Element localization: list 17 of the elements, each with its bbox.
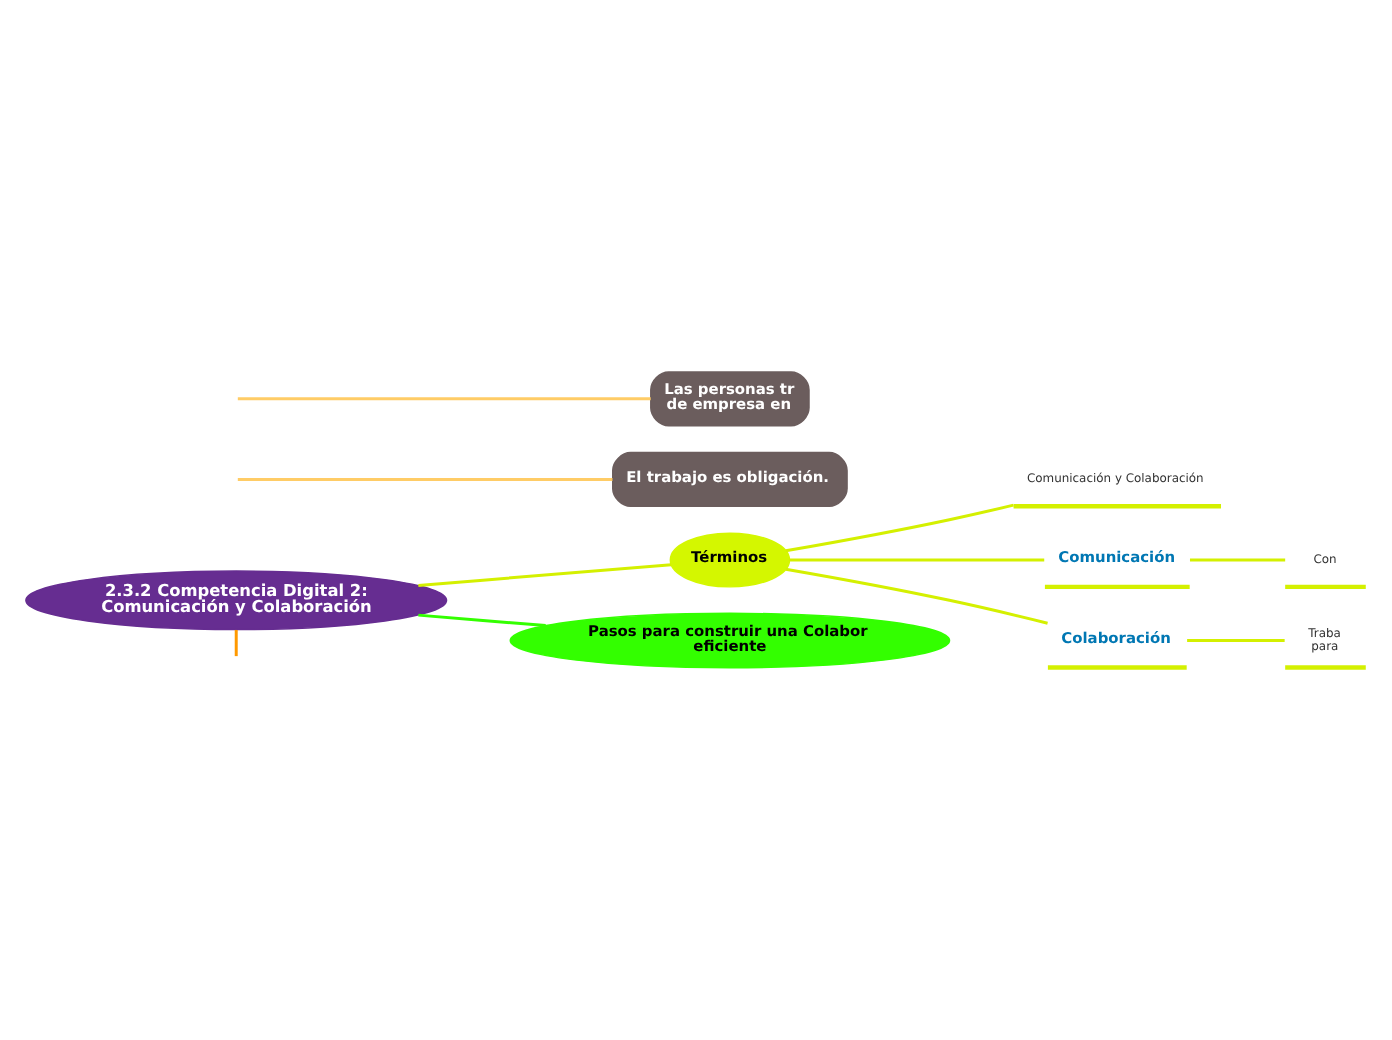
connector <box>785 503 1014 553</box>
connector <box>237 397 651 401</box>
node-ellipse: Términos <box>669 532 791 588</box>
connector <box>237 477 613 481</box>
connector <box>1187 639 1285 643</box>
node-box: El trabajo es obligación. <box>612 451 848 508</box>
node-ellipse: 2.3.2 Competencia Digital 2: Comunicación y Colaboración <box>25 570 448 631</box>
connector <box>785 567 1048 625</box>
node-box: Las personas tr de empresa en <box>650 371 810 427</box>
connector <box>418 613 546 628</box>
connector <box>418 563 672 587</box>
node-text: Comunicación <box>1058 548 1176 567</box>
connector <box>789 558 1045 562</box>
connector <box>1190 558 1286 562</box>
node-ellipse: Pasos para construir una Colabor eficiente <box>509 612 951 669</box>
node-text: Colaboración <box>1061 628 1171 647</box>
connector <box>234 629 238 657</box>
